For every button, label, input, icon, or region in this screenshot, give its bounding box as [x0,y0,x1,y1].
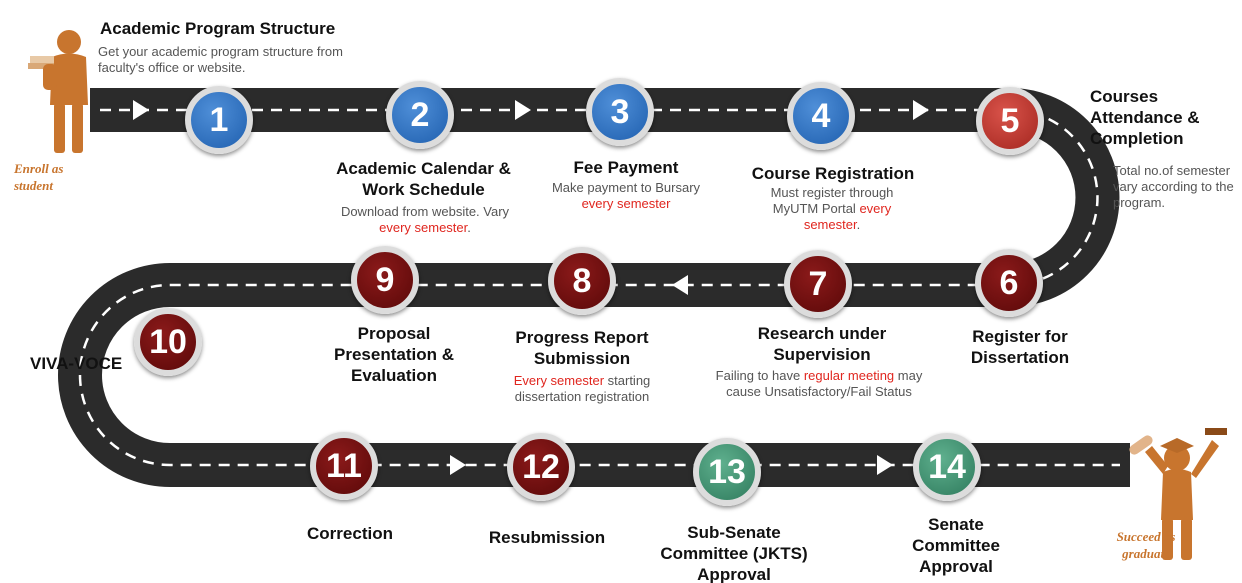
arrow-right-icon [133,100,149,120]
step-8-desc: Every semester starting dissertation reg… [513,373,651,404]
step-13-badge: 13 [693,438,761,506]
step-8-title: Progress Report Submission [515,328,649,368]
step-4-desc: Must register through MyUTM Portal every… [770,185,894,232]
step-14-badge: 14 [913,433,981,501]
arrow-right-icon [450,455,466,475]
step-12-badge: 12 [507,433,575,501]
step-4-title: Course Registration [751,164,915,183]
step-7-desc: Failing to have regular meeting may caus… [715,368,923,399]
step-7-badge: 7 [784,250,852,318]
step-4-badge: 4 [787,82,855,150]
step-3-badge: 3 [586,78,654,146]
step-5-badge: 5 [976,87,1044,155]
step-8-badge: 8 [548,247,616,315]
arrow-left-icon [672,275,688,295]
step-9-badge: 9 [351,246,419,314]
step-10-badge: 10 [134,308,202,376]
step-14-title: Senate Committee Approval [912,515,1000,576]
step-1-badge: 1 [185,86,253,154]
step-6-title: Register for Dissertation [970,327,1070,367]
step-11-title: Correction [307,524,393,543]
step-7-title: Research under Supervision [757,324,887,364]
arrow-right-icon [913,100,929,120]
start-label: Enroll as student [14,161,64,193]
step-1-title: Academic Program Structure [100,19,336,38]
arrow-right-icon [877,455,893,475]
step-1-desc: Get your academic program structure from… [98,44,343,75]
step-5-desc: Total no.of semester vary according to t… [1113,163,1234,210]
step-5-title: Courses Attendance & Completion [1090,87,1200,148]
graduate-icon [1129,428,1227,560]
step-6-badge: 6 [975,249,1043,317]
step-2-title: Academic Calendar & Work Schedule [336,159,511,199]
step-12-title: Resubmission [488,528,606,547]
step-9-title: Proposal Presentation & Evaluation [334,324,454,385]
arrow-right-icon [515,100,531,120]
step-10-title: VIVA-VOCE [30,354,123,373]
step-2-badge: 2 [386,81,454,149]
step-13-title: Sub-Senate Committee (JKTS) Approval [660,523,808,583]
student-icon [28,30,88,153]
step-2-desc: Download from website. Vary every semest… [340,204,510,235]
arrow-down-icon [150,392,170,408]
step-11-badge: 11 [310,432,378,500]
end-label: Succeed as graduate [1116,529,1176,561]
step-3-title: Fee Payment [573,158,679,177]
